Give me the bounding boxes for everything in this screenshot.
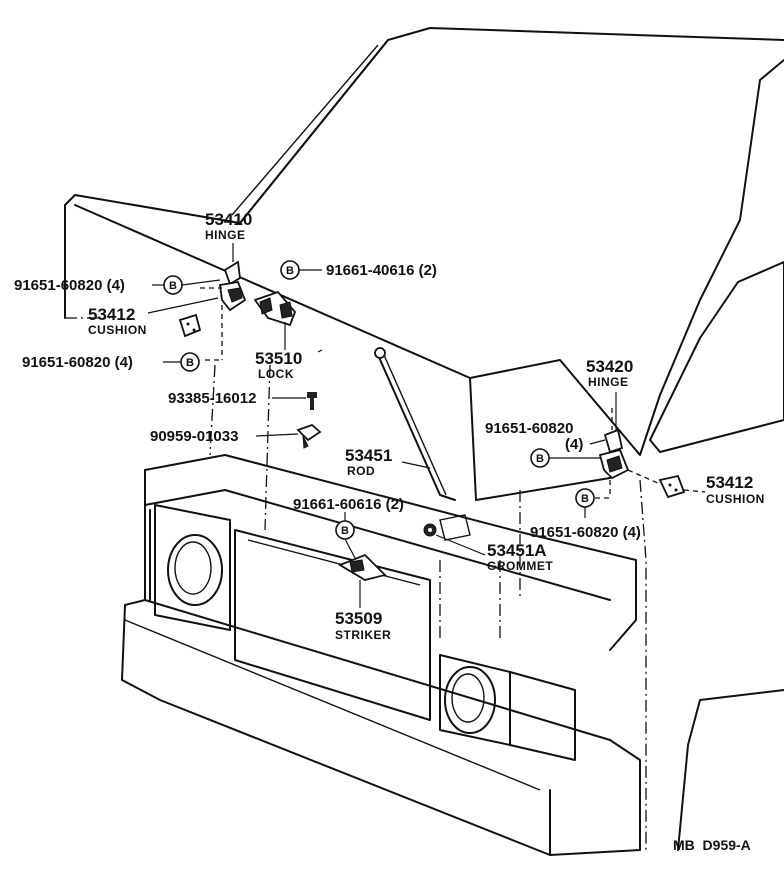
bolt-symbol-label: B	[169, 280, 177, 292]
bolt-symbol-left-lower: B	[180, 352, 200, 372]
bolt-symbol-label: B	[186, 357, 194, 369]
left-hinge-assembly	[200, 260, 247, 361]
label-hinge-right-name: HINGE	[588, 375, 629, 389]
label-bolt-right-upper-qty: (4)	[565, 436, 583, 453]
label-hinge-left-name: HINGE	[205, 228, 246, 242]
label-lock-number: 53510	[255, 349, 302, 368]
label-striker-name: STRIKER	[335, 628, 391, 642]
screw-part	[307, 392, 317, 410]
left-cushion	[178, 313, 202, 338]
label-striker-bolt: 91661-60616 (2)	[293, 496, 404, 513]
figure-reference: MB D959-A	[673, 837, 751, 853]
label-bolt-right-lower: 91651-60820 (4)	[530, 524, 641, 541]
label-bolt-right-upper: 91651-60820	[485, 420, 573, 437]
bolt-symbol-lock: B	[280, 260, 300, 280]
label-cushion-right-number: 53412	[706, 473, 753, 492]
label-rod-number: 53451	[345, 446, 392, 465]
label-bolt-left-upper: 91651-60820 (4)	[14, 277, 125, 294]
bolt-symbol-label: B	[581, 493, 589, 505]
clip-part	[296, 423, 322, 449]
label-grommet-name: GROMMET	[487, 559, 553, 573]
bolt-symbol-right-lower: B	[575, 488, 595, 508]
vehicle-body-drawing	[64, 27, 784, 856]
grommet-part	[423, 514, 471, 541]
striker-part	[337, 553, 387, 581]
label-cushion-right-name: CUSHION	[706, 492, 765, 506]
label-screw: 93385-16012	[168, 390, 256, 407]
hood-lock	[253, 290, 297, 327]
leader-lines	[147, 243, 617, 608]
label-cushion-left-name: CUSHION	[88, 323, 147, 337]
support-rod	[374, 347, 456, 501]
right-hinge-assembly	[595, 408, 630, 499]
bolt-symbol-left-upper: B	[163, 275, 183, 295]
label-bolt-left-lower: 91651-60820 (4)	[22, 354, 133, 371]
bolt-symbol-label: B	[286, 265, 294, 277]
label-striker-number: 53509	[335, 609, 382, 628]
bolt-symbol-right-upper: B	[530, 448, 550, 468]
bolt-symbol-striker: B	[335, 520, 355, 540]
label-hinge-left-number: 53410	[205, 210, 252, 229]
bolt-symbol-label: B	[536, 453, 544, 465]
label-cushion-left-number: 53412	[88, 305, 135, 324]
label-hinge-right-number: 53420	[586, 357, 633, 376]
label-grommet-number: 53451A	[487, 541, 547, 560]
label-clip: 90959-01033	[150, 428, 238, 445]
part-labels: 53410 HINGE 91651-60820 (4) 53412 CUSHIO…	[14, 210, 765, 853]
label-rod-name: ROD	[347, 464, 375, 478]
label-lock-bolt: 91661-40616 (2)	[326, 262, 437, 279]
bolt-symbol-label: B	[341, 525, 349, 537]
label-lock-name: LOCK	[258, 367, 294, 381]
right-cushion	[627, 469, 706, 499]
